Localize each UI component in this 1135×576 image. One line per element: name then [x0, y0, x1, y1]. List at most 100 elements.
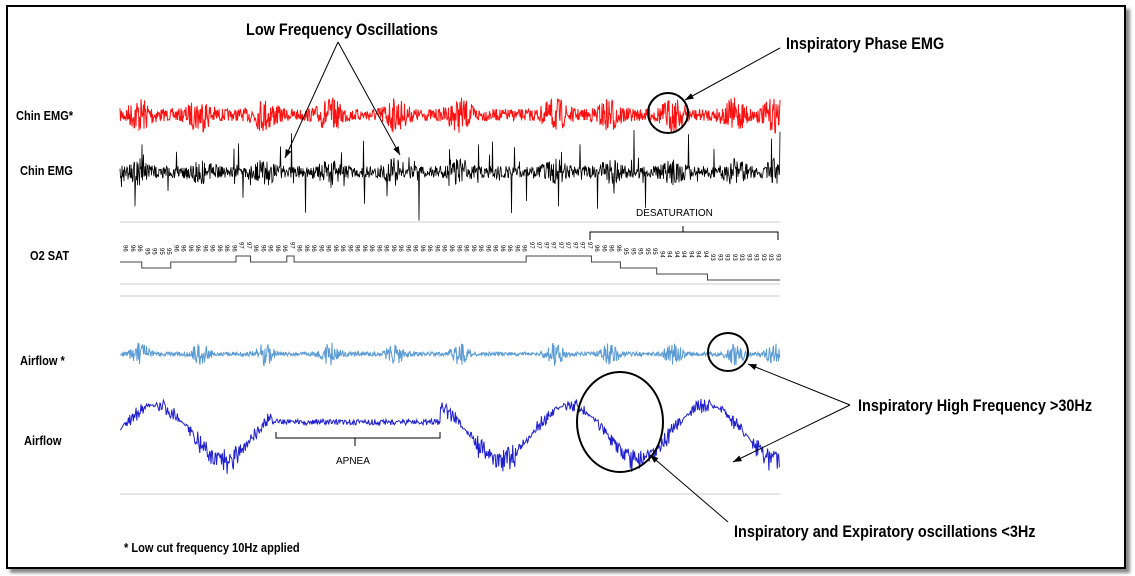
o2-sat-value: 96 [593, 245, 599, 252]
o2-sat-value: 97 [535, 242, 541, 249]
o2-sat-value: 96 [426, 245, 432, 252]
o2-sat-value: 97 [528, 242, 534, 249]
o2-sat-value: 96 [267, 245, 273, 252]
arrow-low-freq-2-head [393, 146, 400, 155]
o2-sat-value: 96 [172, 245, 178, 252]
arrow-high-freq-1-head [748, 364, 757, 371]
o2-sat-value: 96 [448, 245, 454, 252]
o2-sat-value: 96 [325, 245, 331, 252]
chin-emg-trace [119, 129, 781, 221]
o2-sat-value: 97 [550, 242, 556, 249]
o2-sat-value: 96 [187, 245, 193, 252]
o2-sat-value: 93 [738, 254, 744, 261]
o2-sat-value: 96 [433, 245, 439, 252]
arrow-low-freq-1 [284, 41, 339, 159]
o2-sat-value: 96 [296, 245, 302, 252]
o2-sat-value: 96 [455, 245, 461, 252]
o2-sat-value: 96 [375, 245, 381, 252]
o2-sat-value: 96 [600, 245, 606, 252]
o2-sat-value: 96 [303, 245, 309, 252]
inspiratory-phase-emg-label: Inspiratory Phase EMG [786, 34, 945, 53]
o2-sat-value: 95 [165, 248, 171, 255]
o2-sat-value: 93 [753, 254, 759, 261]
o2-sat-value: 95 [622, 248, 628, 255]
o2-sat-value: 96 [230, 245, 236, 252]
o2-sat-value: 96 [492, 245, 498, 252]
o2-sat-value: 93 [716, 254, 722, 261]
oscillations-circle [576, 371, 664, 473]
o2-sat-value: 96 [136, 245, 142, 252]
o2-sat-value: 96 [412, 245, 418, 252]
o2-sat-value: 96 [129, 245, 135, 252]
o2-sat-value: 96 [506, 245, 512, 252]
chin-emg-label: Chin EMG [20, 163, 73, 178]
chin-emg-filtered-label: Chin EMG* [16, 108, 74, 123]
o2-sat-value: 93 [767, 254, 773, 261]
o2-sat-trace [120, 255, 780, 281]
o2-sat-value: 97 [571, 242, 577, 249]
o2-sat-label: O2 SAT [30, 248, 70, 263]
o2-sat-value: 96 [390, 245, 396, 252]
o2-sat-value: 93 [760, 254, 766, 261]
o2-sat-value: 96 [259, 245, 265, 252]
o2-sat-value: 96 [180, 245, 186, 252]
arrow-low-freq-2 [337, 41, 401, 156]
o2-sat-value: 96 [608, 245, 614, 252]
o2-sat-value: 93 [731, 254, 737, 261]
o2-sat-value: 94 [687, 251, 693, 258]
arrow-insp-emg-head [685, 93, 694, 100]
o2-sat-value: 96 [470, 245, 476, 252]
insp-exp-oscillations-label: Inspiratory and Expiratory oscillations … [734, 522, 1036, 541]
o2-sat-value: 96 [209, 245, 215, 252]
inspiratory-emg-circle [647, 92, 689, 134]
inspiratory-high-frequency-label: Inspiratory High Frequency >30Hz [858, 396, 1093, 415]
arrow-oscillations [649, 454, 729, 523]
o2-sat-value: 97 [288, 242, 294, 249]
o2-sat-value: 97 [557, 242, 563, 249]
o2-sat-value: 96 [339, 245, 345, 252]
airflow-trace [119, 398, 780, 474]
o2-sat-value: 93 [709, 254, 715, 261]
o2-sat-value: 96 [201, 245, 207, 252]
o2-sat-value: 93 [774, 254, 780, 261]
arrow-low-freq-1-head [285, 149, 292, 158]
high-frequency-circle [707, 332, 749, 372]
o2-sat-value: 95 [629, 248, 635, 255]
o2-sat-value: 95 [151, 248, 157, 255]
o2-sat-value: 96 [615, 245, 621, 252]
o2-sat-value: 96 [274, 245, 280, 252]
apnea-label: APNEA [336, 456, 370, 467]
airflow-filtered-trace [119, 342, 781, 367]
o2-sat-value: 96 [499, 245, 505, 252]
arrow-high-freq-1 [747, 363, 851, 406]
o2-sat-value: 96 [223, 245, 229, 252]
airflow-filtered-label: Airflow * [20, 353, 65, 368]
o2-sat-value: 97 [579, 242, 585, 249]
low-frequency-oscillations-label: Low Frequency Oscillations [246, 20, 438, 39]
o2-sat-value: 96 [332, 245, 338, 252]
arrow-high-freq-2 [732, 404, 851, 463]
o2-sat-value: 95 [644, 248, 650, 255]
o2-sat-value: 97 [542, 242, 548, 249]
o2-sat-value: 96 [521, 245, 527, 252]
o2-sat-value: 94 [695, 251, 701, 258]
desaturation-label: DESATURATION [636, 208, 713, 219]
o2-sat-value: 94 [702, 251, 708, 258]
o2-sat-value: 96 [122, 245, 128, 252]
arrow-high-freq-2-head [733, 455, 742, 462]
o2-sat-value: 96 [317, 245, 323, 252]
o2-sat-value: 96 [216, 245, 222, 252]
o2-sat-value: 96 [361, 245, 367, 252]
o2-sat-value: 94 [673, 251, 679, 258]
o2-sat-value: 96 [404, 245, 410, 252]
o2-sat-value: 94 [666, 251, 672, 258]
o2-sat-value: 96 [419, 245, 425, 252]
arrow-oscillations-head [650, 455, 659, 463]
airflow-label: Airflow [24, 433, 62, 448]
o2-sat-value: 96 [281, 245, 287, 252]
footnote: * Low cut frequency 10Hz applied [124, 540, 300, 555]
apnea-bracket [275, 432, 441, 446]
o2-sat-value: 97 [245, 242, 251, 249]
